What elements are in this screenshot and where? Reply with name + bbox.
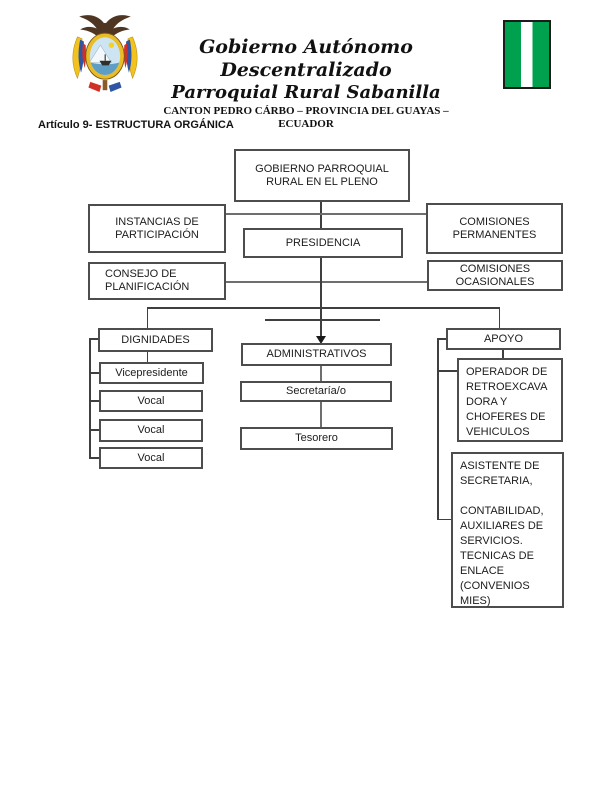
org-box-tesorero: Tesorero — [240, 427, 393, 450]
org-title-line2: Parroquial Rural Sabanilla — [171, 82, 441, 103]
ecuador-coat-of-arms-icon — [72, 15, 138, 93]
connector-instancias-permanentes — [226, 213, 426, 215]
org-title-line1: Gobierno Autónomo Descentralizado — [199, 36, 413, 81]
article-heading: Artículo 9- ESTRUCTURA ORGÁNICA — [38, 119, 234, 131]
connector-stub-vocal-1 — [89, 400, 99, 402]
org-box-vocal-2: Vocal — [99, 419, 203, 442]
org-box-instancias-participacion: INSTANCIAS DE PARTICIPACIÓN — [88, 204, 226, 253]
connector-bracket-dignidades — [89, 339, 91, 459]
connector-center-shelf — [265, 319, 380, 321]
org-box-comisiones-permanentes: COMISIONES PERMANENTES — [426, 203, 563, 254]
connector-stub-operador — [437, 370, 457, 372]
org-box-comisiones-ocasionales: COMISIONES OCASIONALES — [427, 260, 563, 291]
org-box-vocal-3: Vocal — [99, 447, 203, 469]
org-subtitle: CANTON PEDRO CÁRBO – PROVINCIA DEL GUAYA… — [163, 105, 449, 130]
arrow-down-icon — [316, 336, 326, 344]
org-box-secretaria: Secretaría/o — [240, 381, 392, 402]
connector-stub-asistente — [437, 518, 451, 520]
connector-bracket-apoyo — [437, 339, 439, 520]
connector-trunk-presidencia-administrativos — [320, 258, 322, 336]
connector-stub-vocal-2 — [89, 429, 99, 431]
letterhead: Gobierno Autónomo Descentralizado Parroq… — [138, 36, 474, 131]
connector-administrativos-secretaria — [320, 366, 322, 381]
org-box-operador-retroexcavadora: OPERADOR DE RETROEXCAVA DORA Y CHOFERES … — [457, 358, 563, 442]
connector-drop-apoyo — [498, 307, 500, 329]
connector-stub-vicepresidente — [89, 372, 99, 374]
connector-stub-apoyo — [437, 338, 446, 340]
connector-drop-dignidades — [146, 307, 148, 329]
org-box-administrativos: ADMINISTRATIVOS — [241, 343, 392, 366]
connector-stub-vocal-3 — [89, 457, 99, 459]
connector-gobierno-presidencia — [320, 201, 322, 229]
green-white-flag-icon — [503, 20, 551, 89]
connector-branch-rail — [147, 307, 500, 309]
org-box-vicepresidente: Vicepresidente — [99, 362, 204, 384]
org-box-consejo-planificacion: CONSEJO DE PLANIFICACIÓN — [88, 262, 226, 300]
org-box-dignidades: DIGNIDADES — [98, 328, 213, 352]
connector-secretaria-tesorero — [320, 402, 322, 427]
org-box-gobierno-parroquial: GOBIERNO PARROQUIAL RURAL EN EL PLENO — [234, 149, 410, 202]
org-box-presidencia: PRESIDENCIA — [243, 228, 403, 258]
connector-stub-dignidades — [89, 338, 99, 340]
connector-consejo-ocasionales — [226, 281, 427, 283]
connector-dignidades-vicepresidente — [146, 352, 148, 362]
connector-apoyo-operador — [502, 350, 504, 358]
org-box-asistente-secretaria: ASISTENTE DE SECRETARIA, CONTABILIDAD, A… — [451, 452, 564, 608]
org-box-vocal-1: Vocal — [99, 390, 203, 412]
org-box-apoyo: APOYO — [446, 328, 561, 350]
